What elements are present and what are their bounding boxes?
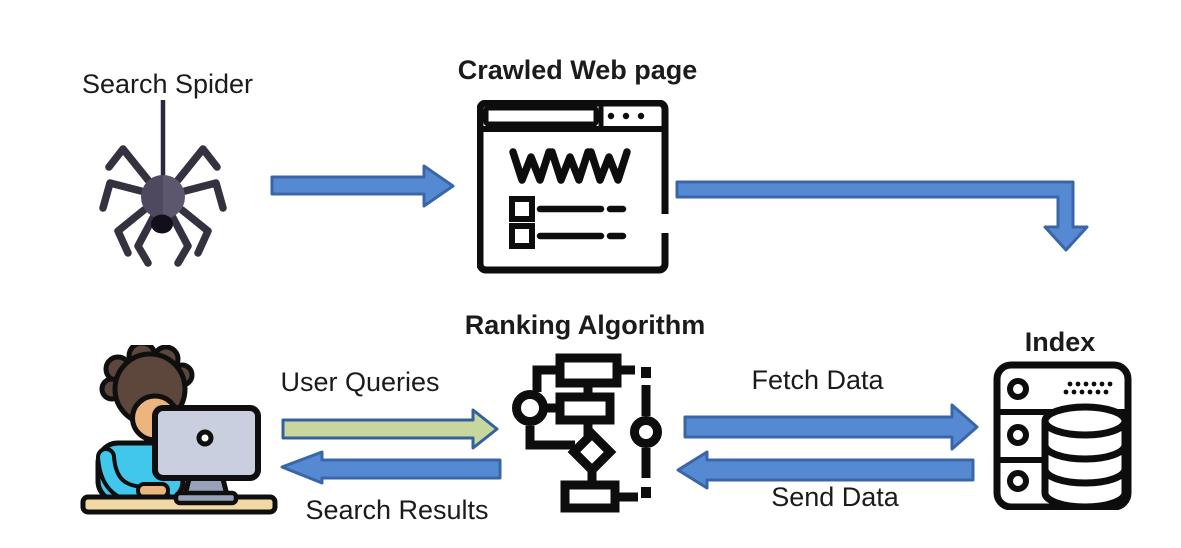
flowchart-dash-top	[641, 367, 651, 378]
flowchart-icon	[512, 353, 662, 513]
server-led-1	[1007, 378, 1029, 400]
index-label: Index	[1024, 327, 1096, 357]
spider-legs	[99, 145, 227, 267]
arrow-user-queries	[281, 408, 499, 450]
spider-body	[141, 175, 185, 219]
user-queries-label: User Queries	[280, 367, 440, 397]
arrow-send-data	[676, 450, 975, 490]
arrow-fetch-data	[683, 403, 979, 451]
server-database-icon	[993, 361, 1132, 510]
flowchart-circle-left	[512, 390, 548, 426]
webpage-list-items	[509, 196, 627, 249]
server-led-3	[1007, 470, 1029, 492]
browser-window-icon	[477, 100, 669, 274]
server-led-2	[1007, 424, 1029, 446]
spider-head	[151, 214, 173, 234]
frame-gap	[660, 214, 669, 233]
ranking-algorithm-label: Ranking Algorithm	[464, 310, 706, 340]
monitor-camera-dot	[196, 429, 214, 447]
browser-menu-dots	[607, 112, 645, 120]
server-vent-dots	[1063, 381, 1113, 395]
flowchart-dash-bottom	[641, 487, 651, 498]
arrow-spider-to-webpage	[270, 164, 455, 208]
search-results-label: Search Results	[305, 495, 489, 525]
arrow-search-results	[280, 450, 502, 485]
search-spider-label: Search Spider	[81, 69, 254, 99]
monitor-stand-base	[173, 490, 239, 506]
flowchart-circle-right	[630, 416, 662, 448]
flowchart-diamond	[567, 427, 617, 477]
flowchart-box-bottom	[560, 480, 620, 513]
www-text-icon	[509, 148, 631, 184]
spider-body-highlight	[163, 175, 185, 219]
send-data-label: Send Data	[771, 482, 899, 512]
arrow-webpage-to-index	[675, 180, 1089, 252]
spider-icon	[99, 100, 227, 267]
fetch-data-label: Fetch Data	[751, 365, 884, 395]
address-bar	[483, 105, 599, 127]
crawled-web-page-label: Crawled Web page	[457, 55, 698, 85]
flowchart-box-middle	[555, 392, 615, 425]
flowchart-box-top	[555, 353, 622, 388]
person-at-computer-icon	[80, 345, 278, 515]
database-cylinder	[1041, 403, 1129, 510]
